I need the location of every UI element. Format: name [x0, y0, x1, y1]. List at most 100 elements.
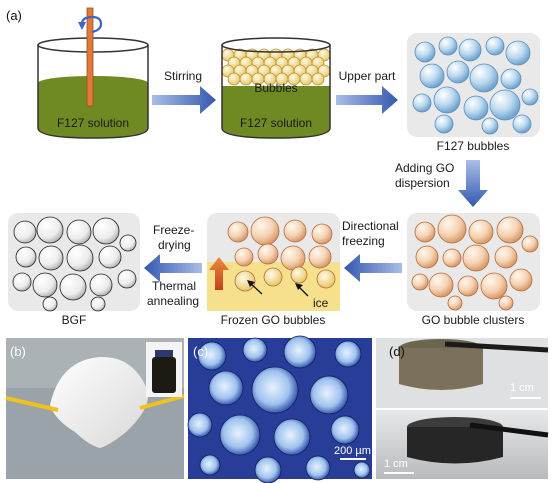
- micro-bubble: [334, 340, 362, 368]
- micro-bubble: [273, 418, 311, 456]
- micro-bubble: [353, 461, 371, 479]
- micro-bubble: [208, 370, 244, 406]
- graphene-bubble: [42, 296, 58, 312]
- beaker1-solution-label: F127 solution: [57, 116, 129, 130]
- micro-bubble: [219, 414, 261, 456]
- blue-bubble: [463, 95, 489, 121]
- graphene-bubble: [89, 273, 113, 297]
- blue-bubble: [414, 41, 436, 63]
- yellow-bubble: [311, 72, 325, 86]
- step-adding-go-line2: dispersion: [395, 176, 450, 190]
- graphene-bubble: [117, 269, 137, 289]
- go-bubble: [498, 295, 514, 311]
- yellow-bubble: [227, 72, 241, 86]
- panel-label-c: (c): [193, 344, 208, 359]
- panel-label-a: (a): [6, 8, 22, 23]
- ice-label: ice: [313, 296, 329, 310]
- step-directional-line1: Directional: [342, 219, 399, 233]
- frozen-label: Frozen GO bubbles: [221, 313, 326, 327]
- go-bubble: [462, 244, 490, 272]
- beaker2-bubbles-label: Bubbles: [254, 81, 297, 95]
- graphene-bubble: [15, 246, 37, 268]
- panel-label-d: (d): [389, 344, 405, 359]
- blue-bubble: [438, 36, 458, 56]
- graphene-bubble: [90, 296, 106, 312]
- step-thermal-line2: annealing: [147, 294, 199, 308]
- frozen-go-bubble: [280, 245, 306, 271]
- step-freeze-line1: Freeze-: [153, 223, 194, 237]
- go-bubble: [480, 272, 508, 300]
- go-bubble: [414, 221, 436, 243]
- arrow-adding-go: [458, 160, 488, 207]
- graphene-bubble: [92, 217, 120, 245]
- go-bubble: [411, 273, 429, 291]
- blue-bubble: [505, 40, 531, 66]
- go-bubble: [521, 235, 539, 253]
- go-clusters-label: GO bubble clusters: [422, 313, 525, 327]
- scale-c-label: 200 µm: [334, 445, 371, 457]
- micro-bubble: [309, 375, 349, 415]
- graphene-bubble: [59, 273, 87, 301]
- f127-bubbles-label: F127 bubbles: [437, 139, 510, 153]
- graphene-bubble: [36, 216, 64, 244]
- frozen-go-bubble: [316, 269, 336, 289]
- graphene-bubble: [12, 272, 32, 292]
- scale-d-bottom-label: 1 cm: [384, 458, 408, 470]
- micro-bubble: [242, 337, 268, 363]
- go-bubble: [428, 272, 454, 298]
- go-bubble: [494, 245, 518, 269]
- panel-label-b: (b): [10, 344, 26, 359]
- arrow-upper-part: [336, 86, 398, 114]
- step-adding-go-line1: Adding GO: [395, 161, 454, 175]
- micro-bubble: [199, 454, 221, 476]
- graphene-bubble: [98, 245, 122, 269]
- micro-bubble: [283, 335, 317, 369]
- graphene-bubble: [66, 219, 92, 245]
- go-bubble: [468, 219, 494, 245]
- go-bubble: [447, 295, 463, 311]
- blue-bubble: [434, 114, 454, 134]
- go-bubble: [437, 214, 467, 244]
- frozen-go-bubble: [308, 245, 332, 269]
- go-bubble: [442, 248, 462, 268]
- arrow-directional-freezing: [344, 254, 402, 282]
- go-bubble: [415, 245, 439, 269]
- blue-bubble: [481, 117, 499, 135]
- blue-bubble: [521, 88, 539, 106]
- beaker-bubbles: [221, 37, 331, 139]
- go-bubble: [457, 275, 479, 297]
- micro-bubble: [197, 341, 227, 371]
- frozen-go-bubble: [234, 247, 254, 267]
- blue-bubble: [419, 63, 445, 89]
- frozen-go-bubble: [263, 267, 283, 287]
- beaker-stirring: [37, 7, 149, 139]
- frozen-go-bubble: [311, 223, 333, 245]
- rotation-arrow-icon: [80, 15, 103, 34]
- frozen-go-bubble: [234, 270, 256, 292]
- graphene-bubble: [119, 234, 137, 252]
- step-upper-label: Upper part: [339, 69, 396, 83]
- micro-bubble: [187, 412, 213, 438]
- photo-c: [187, 335, 372, 483]
- yellow-bubble: [299, 72, 313, 86]
- blue-bubble: [512, 114, 532, 134]
- step-directional-line2: freezing: [342, 234, 385, 248]
- arrow-freeze-drying: [144, 254, 202, 282]
- bgf-label: BGF: [62, 313, 87, 327]
- go-bubble: [509, 268, 533, 292]
- blue-bubble: [446, 60, 470, 84]
- graphene-bubble: [32, 272, 58, 298]
- blue-bubble: [412, 93, 432, 113]
- photo-b: [5, 338, 185, 479]
- micro-bubble: [330, 415, 360, 445]
- frozen-go-bubble: [250, 216, 280, 246]
- step-stirring-label: Stirring: [164, 69, 202, 83]
- arrow-stirring: [152, 86, 216, 114]
- graphene-bubble: [38, 245, 64, 271]
- frozen-go-bubble: [227, 221, 249, 243]
- micro-bubble: [254, 456, 282, 483]
- beaker2-solution-label: F127 solution: [240, 116, 312, 130]
- blue-bubble: [469, 63, 499, 93]
- blue-bubble: [500, 68, 522, 90]
